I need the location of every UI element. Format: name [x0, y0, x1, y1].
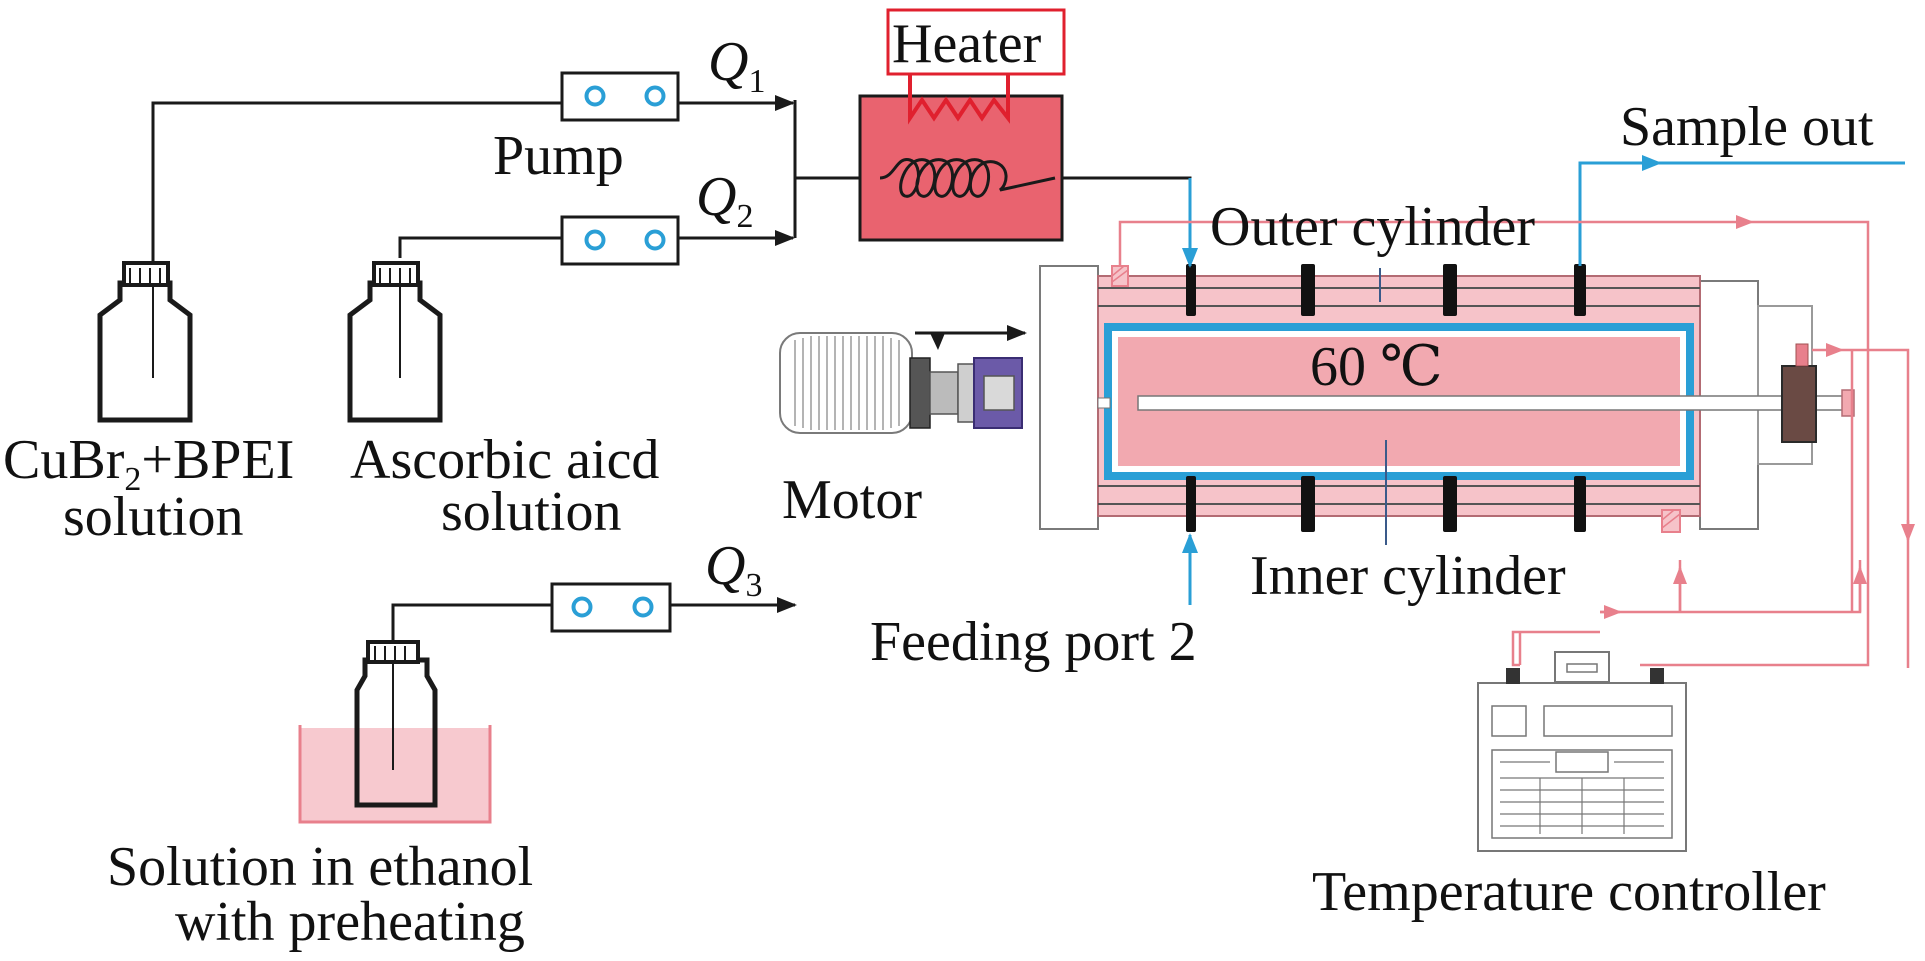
motor — [779, 325, 1027, 434]
q2-label: Q2 — [696, 166, 753, 235]
bottle-ethanol — [354, 640, 438, 808]
heater-element-icon — [908, 96, 1010, 125]
bottle1-label-line1: CuBr2+BPEI — [3, 429, 294, 498]
heating-coil-icon — [879, 158, 1056, 198]
bottle1-label-line2: solution — [63, 486, 243, 548]
pump-3 — [550, 582, 672, 633]
pump-2 — [560, 215, 680, 266]
motor-label: Motor — [782, 469, 922, 531]
bottle-ascorbic — [347, 261, 443, 423]
pump-label: Pump — [493, 125, 624, 187]
pump-1 — [560, 71, 680, 122]
feeding-port-2-label: Feeding port 2 — [870, 611, 1197, 673]
outer-cylinder-label: Outer cylinder — [1210, 196, 1535, 258]
bottle3-label-line1: Solution in ethanol — [107, 836, 533, 898]
temperature-controller — [1477, 651, 1687, 852]
q1-label: Q1 — [708, 31, 765, 100]
reactor — [1039, 264, 1855, 545]
temperature-controller-label: Temperature controller — [1312, 861, 1826, 923]
heater — [858, 8, 1066, 242]
heater-label: Heater — [892, 13, 1042, 75]
bottle2-label-line2: solution — [441, 481, 621, 543]
bottle2-label-line1: Ascorbic aicd — [350, 429, 659, 491]
sample-out-label: Sample out — [1620, 96, 1874, 158]
rotor-shaft — [1137, 395, 1849, 411]
line-heater-to-port1 — [1055, 176, 1192, 245]
inner-cylinder-label: Inner cylinder — [1250, 545, 1566, 607]
q3-label: Q3 — [705, 535, 762, 604]
bottle3-label-line2: with preheating — [175, 891, 525, 953]
sample-out-arrow — [1578, 155, 1662, 266]
bottle-cubr2-bpei — [97, 261, 193, 423]
line-bottle2-to-pump2 — [398, 236, 562, 258]
temperature-loop — [1118, 215, 1915, 668]
temperature-value-label: 60 ℃ — [1310, 336, 1443, 398]
